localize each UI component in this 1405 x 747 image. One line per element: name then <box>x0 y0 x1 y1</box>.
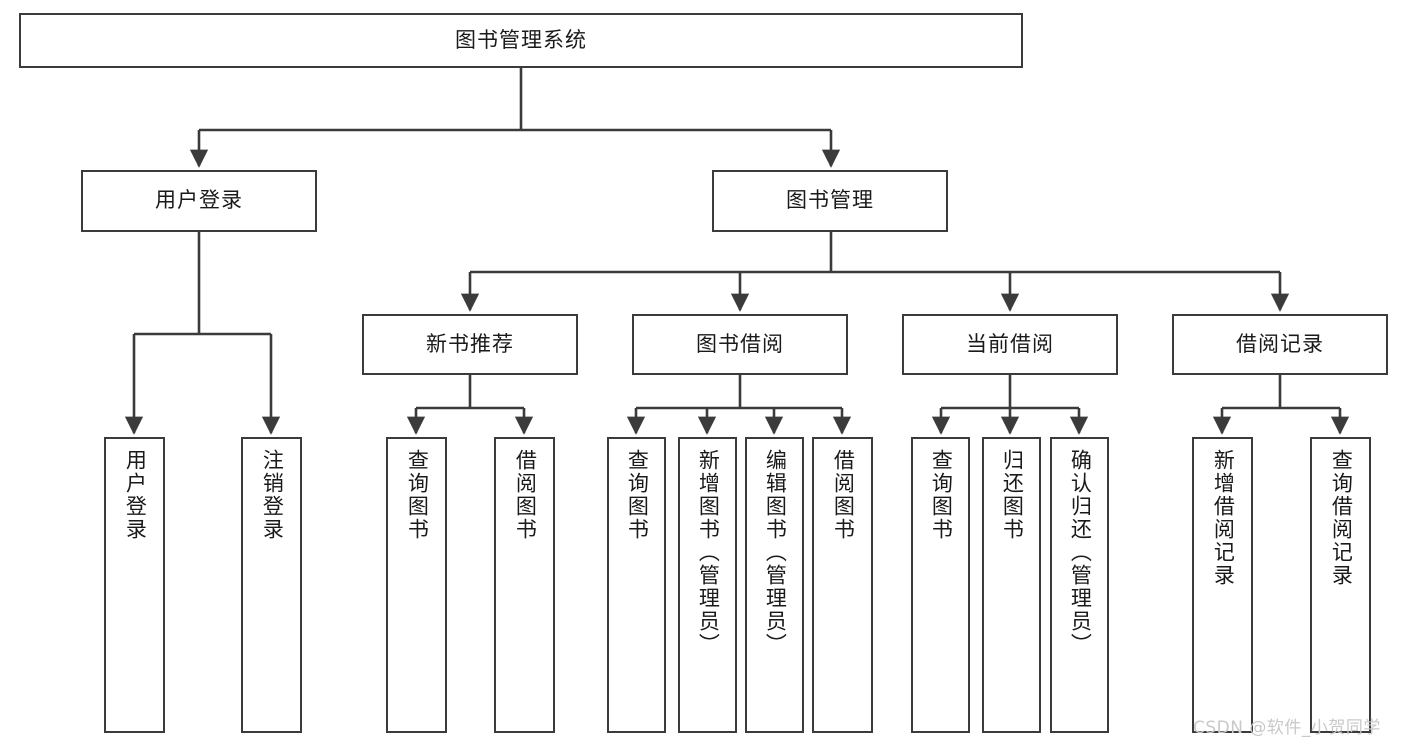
leaf-edit-book-label: 编辑图书（管理员） <box>763 449 788 656</box>
node-book-borrow[interactable]: 图书借阅 <box>632 314 848 375</box>
node-book-management[interactable]: 图书管理 <box>712 170 948 232</box>
leaf-return-book-label: 归还图书 <box>1000 449 1025 541</box>
leaf-return-book[interactable]: 归还图书 <box>982 437 1041 733</box>
leaf-borrow-book-1[interactable]: 借阅图书 <box>494 437 555 733</box>
node-root[interactable]: 图书管理系统 <box>19 13 1023 68</box>
leaf-query-book-1-label: 查询图书 <box>405 449 430 541</box>
leaf-query-record[interactable]: 查询借阅记录 <box>1310 437 1371 733</box>
leaf-confirm-return[interactable]: 确认归还（管理员） <box>1050 437 1109 733</box>
node-borrow-record-label: 借阅记录 <box>1236 331 1324 356</box>
csdn-watermark: CSDN @软件_小贺同学 <box>1193 718 1381 738</box>
node-book-management-label: 图书管理 <box>786 188 874 213</box>
leaf-query-record-label: 查询借阅记录 <box>1329 449 1354 587</box>
leaf-logout-login-label: 注销登录 <box>260 449 285 541</box>
leaf-borrow-book-2-label: 借阅图书 <box>831 449 856 541</box>
leaf-query-book-2-label: 查询图书 <box>625 449 650 541</box>
node-root-label: 图书管理系统 <box>455 27 587 52</box>
leaf-user-login-label: 用户登录 <box>123 449 148 541</box>
node-new-book-recommend[interactable]: 新书推荐 <box>362 314 578 375</box>
leaf-query-book-1[interactable]: 查询图书 <box>386 437 447 733</box>
leaf-query-book-2[interactable]: 查询图书 <box>607 437 666 733</box>
leaf-edit-book[interactable]: 编辑图书（管理员） <box>745 437 804 733</box>
node-user-login-label: 用户登录 <box>155 188 243 213</box>
node-borrow-record[interactable]: 借阅记录 <box>1172 314 1388 375</box>
leaf-logout-login[interactable]: 注销登录 <box>241 437 302 733</box>
leaf-add-book-label: 新增图书（管理员） <box>696 449 721 656</box>
leaf-user-login[interactable]: 用户登录 <box>104 437 165 733</box>
node-user-login[interactable]: 用户登录 <box>81 170 317 232</box>
leaf-add-record[interactable]: 新增借阅记录 <box>1192 437 1253 733</box>
leaf-confirm-return-label: 确认归还（管理员） <box>1068 449 1093 656</box>
leaf-query-book-3[interactable]: 查询图书 <box>911 437 970 733</box>
leaf-add-record-label: 新增借阅记录 <box>1211 449 1236 587</box>
node-book-borrow-label: 图书借阅 <box>696 331 784 356</box>
node-new-book-recommend-label: 新书推荐 <box>426 331 514 356</box>
node-current-borrow[interactable]: 当前借阅 <box>902 314 1118 375</box>
leaf-borrow-book-2[interactable]: 借阅图书 <box>812 437 873 733</box>
leaf-add-book[interactable]: 新增图书（管理员） <box>678 437 737 733</box>
node-current-borrow-label: 当前借阅 <box>966 331 1054 356</box>
leaf-borrow-book-1-label: 借阅图书 <box>513 449 538 541</box>
leaf-query-book-3-label: 查询图书 <box>929 449 954 541</box>
